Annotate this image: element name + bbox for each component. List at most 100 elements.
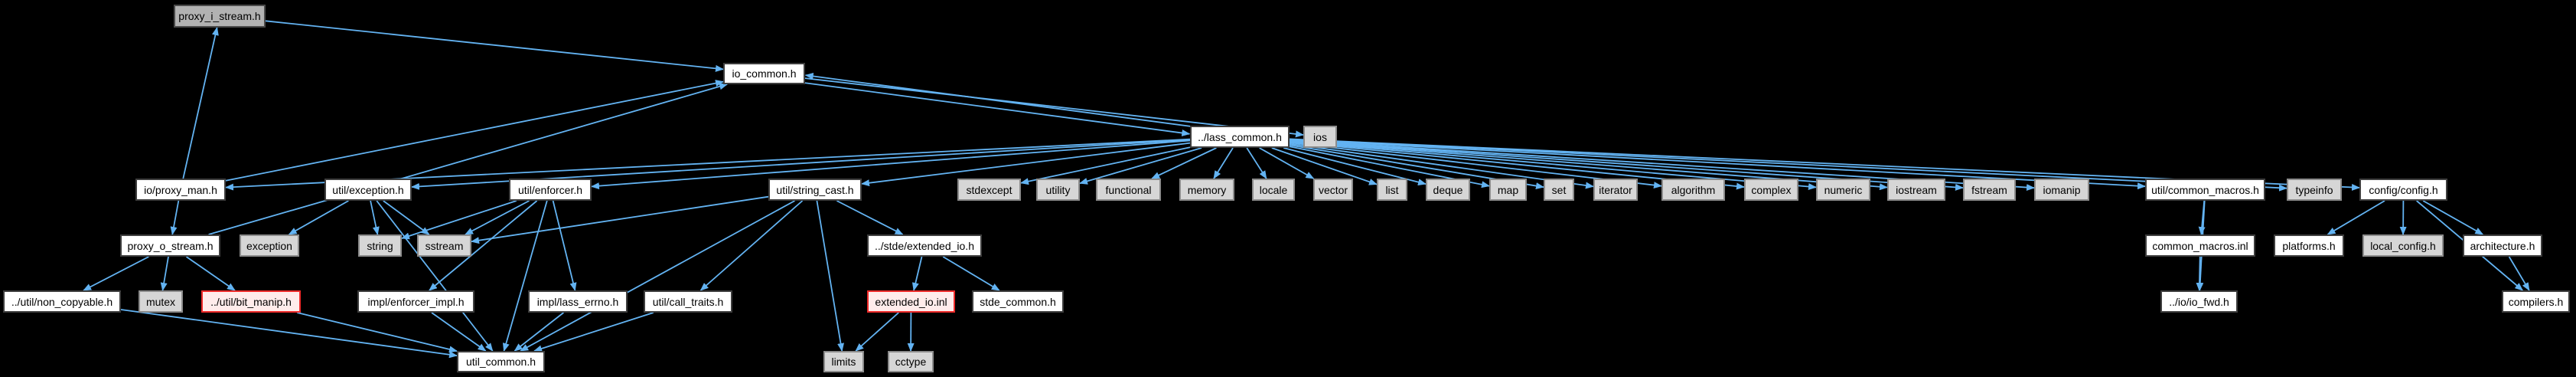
graph-node-util-call-traits[interactable]: util/call_traits.h xyxy=(644,290,732,313)
graph-node-ios: ios xyxy=(1303,126,1337,148)
graph-node-sstream: sstream xyxy=(417,234,471,257)
graph-node-label: string xyxy=(367,239,393,252)
edge-lass_common-to-typeinfo xyxy=(1289,138,2287,192)
graph-node-label: typeinfo xyxy=(2295,183,2333,196)
graph-node-label: proxy_o_stream.h xyxy=(127,239,214,252)
graph-node-impl-enforcer-impl[interactable]: impl/enforcer_impl.h xyxy=(357,290,474,313)
edge-lass_common-to-numeric xyxy=(1289,140,1817,191)
graph-node-common-macros-inl[interactable]: common_macros.inl xyxy=(2145,234,2255,257)
graph-node-iostream: iostream xyxy=(1887,179,1945,201)
graph-node-label: stdexcept xyxy=(966,183,1012,196)
graph-node-label: numeric xyxy=(1824,183,1863,196)
graph-node-label: cctype xyxy=(895,356,927,368)
edge-lass_common-to-list xyxy=(1271,147,1378,185)
graph-node-locale: locale xyxy=(1252,179,1295,201)
edge-util_string_cast-to-sstream xyxy=(471,195,769,244)
graph-node-label: algorithm xyxy=(1671,183,1716,196)
edge-util_string_cast-to-stde_extended_io xyxy=(836,200,904,235)
graph-node-io-fwd[interactable]: ../io/io_fwd.h xyxy=(2160,290,2238,313)
graph-node-proxy-man[interactable]: io/proxy_man.h xyxy=(135,179,226,201)
graph-node-label: sstream xyxy=(425,239,464,252)
graph-node-label: config/config.h xyxy=(2369,183,2438,196)
graph-node-util-common[interactable]: util_common.h xyxy=(457,351,545,372)
edge-proxy_man-to-proxy_o_stream xyxy=(170,200,180,235)
graph-node-compilers[interactable]: compilers.h xyxy=(2502,290,2570,313)
edge-util_exception-to-string xyxy=(370,200,380,235)
graph-node-stde-common[interactable]: stde_common.h xyxy=(972,290,1064,313)
graph-node-impl-lass-errno[interactable]: impl/lass_errno.h xyxy=(528,290,628,313)
graph-node-label: util/common_macros.h xyxy=(2151,183,2259,196)
graph-node-label: util/enforcer.h xyxy=(517,183,583,196)
edge-lass_common-to-iterator xyxy=(1289,143,1594,189)
graph-node-label: io_common.h xyxy=(732,67,797,80)
edge-common_macros_inl-to-io_fwd xyxy=(2196,256,2203,291)
graph-node-fstream: fstream xyxy=(1963,179,2016,201)
edge-util_string_cast-to-util_call_traits xyxy=(699,200,804,291)
graph-node-label: ../io/io_fwd.h xyxy=(2169,295,2229,308)
edge-lass_common-to-vector xyxy=(1259,147,1315,179)
edge-util_exception-to-util_common xyxy=(376,200,494,352)
edge-lass_common-to-utility xyxy=(1079,147,1202,185)
graph-node-label: util/exception.h xyxy=(332,183,404,196)
graph-node-util-enforcer[interactable]: util/enforcer.h xyxy=(509,179,592,201)
graph-node-label: utility xyxy=(1045,183,1071,196)
graph-node-label: iomanip xyxy=(2043,183,2081,196)
graph-node-label: compilers.h xyxy=(2508,295,2564,308)
graph-node-label: common_macros.inl xyxy=(2152,239,2248,252)
graph-node-label: locale xyxy=(1259,183,1288,196)
graph-node-util-string-cast[interactable]: util/string_cast.h xyxy=(768,179,862,201)
edge-util_enforcer-to-impl_enforcer_impl xyxy=(429,200,538,291)
graph-node-utility: utility xyxy=(1036,179,1080,201)
graph-node-iomanip: iomanip xyxy=(2034,179,2089,201)
graph-node-util-exception[interactable]: util/exception.h xyxy=(324,179,412,201)
graph-node-label: impl/lass_errno.h xyxy=(536,295,619,308)
graph-node-platforms[interactable]: platforms.h xyxy=(2274,234,2344,257)
graph-node-label: ../util/bit_manip.h xyxy=(210,295,292,308)
edge-lass_common-to-deque xyxy=(1283,147,1427,186)
edge-lass_common-to-functional xyxy=(1151,147,1217,179)
edge-util_string_cast-to-limits xyxy=(816,200,844,352)
graph-node-config-config[interactable]: config/config.h xyxy=(2359,179,2447,201)
graph-node-label: local_config.h xyxy=(2370,239,2436,252)
graph-node-memory: memory xyxy=(1179,179,1234,201)
graph-node-proxy-i-stream[interactable]: proxy_i_stream.h xyxy=(174,5,266,28)
graph-node-util-common-macros[interactable]: util/common_macros.h xyxy=(2145,179,2265,201)
graph-node-stdexcept: stdexcept xyxy=(957,179,1021,201)
edge-io_common-to-ios xyxy=(804,77,1304,138)
edge-util_enforcer-to-sstream xyxy=(465,200,530,235)
edge-stde_extended_io-to-extended_io_inl xyxy=(911,256,923,291)
edge-util_exception-to-sstream xyxy=(383,200,430,235)
edge-proxy_o_stream-to-util_bit_manip xyxy=(185,256,236,291)
graph-node-extended-io-inl[interactable]: extended_io.inl xyxy=(867,290,955,313)
graph-node-proxy-o-stream[interactable]: proxy_o_stream.h xyxy=(120,234,220,257)
graph-node-exception: exception xyxy=(240,234,299,257)
graph-node-util-bit-manip[interactable]: ../util/bit_manip.h xyxy=(201,290,301,313)
graph-node-complex: complex xyxy=(1744,179,1798,201)
edge-extended_io_inl-to-limits xyxy=(855,312,899,352)
edge-util_non_copyable-to-util_common xyxy=(120,309,458,359)
edge-util_exception-to-exception xyxy=(288,200,349,235)
graph-node-lass-common[interactable]: ../lass_common.h xyxy=(1190,126,1290,148)
graph-node-label: architecture.h xyxy=(2470,239,2535,252)
graph-node-numeric: numeric xyxy=(1816,179,1870,201)
edge-proxy_i_stream-to-io_common xyxy=(265,20,724,72)
edge-lass_common-to-util_enforcer xyxy=(591,139,1191,190)
edge-stde_extended_io-to-stde_common xyxy=(942,256,1000,291)
graph-node-cctype: cctype xyxy=(888,351,934,372)
edge-impl_enforcer_impl-to-util_common xyxy=(431,312,487,352)
graph-node-label: iostream xyxy=(1896,183,1937,196)
graph-node-map: map xyxy=(1489,179,1527,201)
graph-node-util-non-copyable[interactable]: ../util/non_copyable.h xyxy=(3,290,121,313)
graph-node-deque: deque xyxy=(1426,179,1470,201)
edge-proxy_o_stream-to-util_non_copyable xyxy=(83,256,149,291)
graph-node-label: fstream xyxy=(1971,183,2007,196)
graph-node-architecture[interactable]: architecture.h xyxy=(2463,234,2542,257)
graph-node-label: io/proxy_man.h xyxy=(144,183,217,196)
edge-proxy_o_stream-to-io_common xyxy=(208,83,729,235)
graph-node-label: util_common.h xyxy=(465,356,536,368)
graph-node-stde-extended-io[interactable]: ../stde/extended_io.h xyxy=(867,234,982,257)
graph-node-vector: vector xyxy=(1313,179,1353,201)
edge-config_config-to-architecture xyxy=(2422,200,2484,235)
graph-node-io-common[interactable]: io_common.h xyxy=(723,63,805,84)
